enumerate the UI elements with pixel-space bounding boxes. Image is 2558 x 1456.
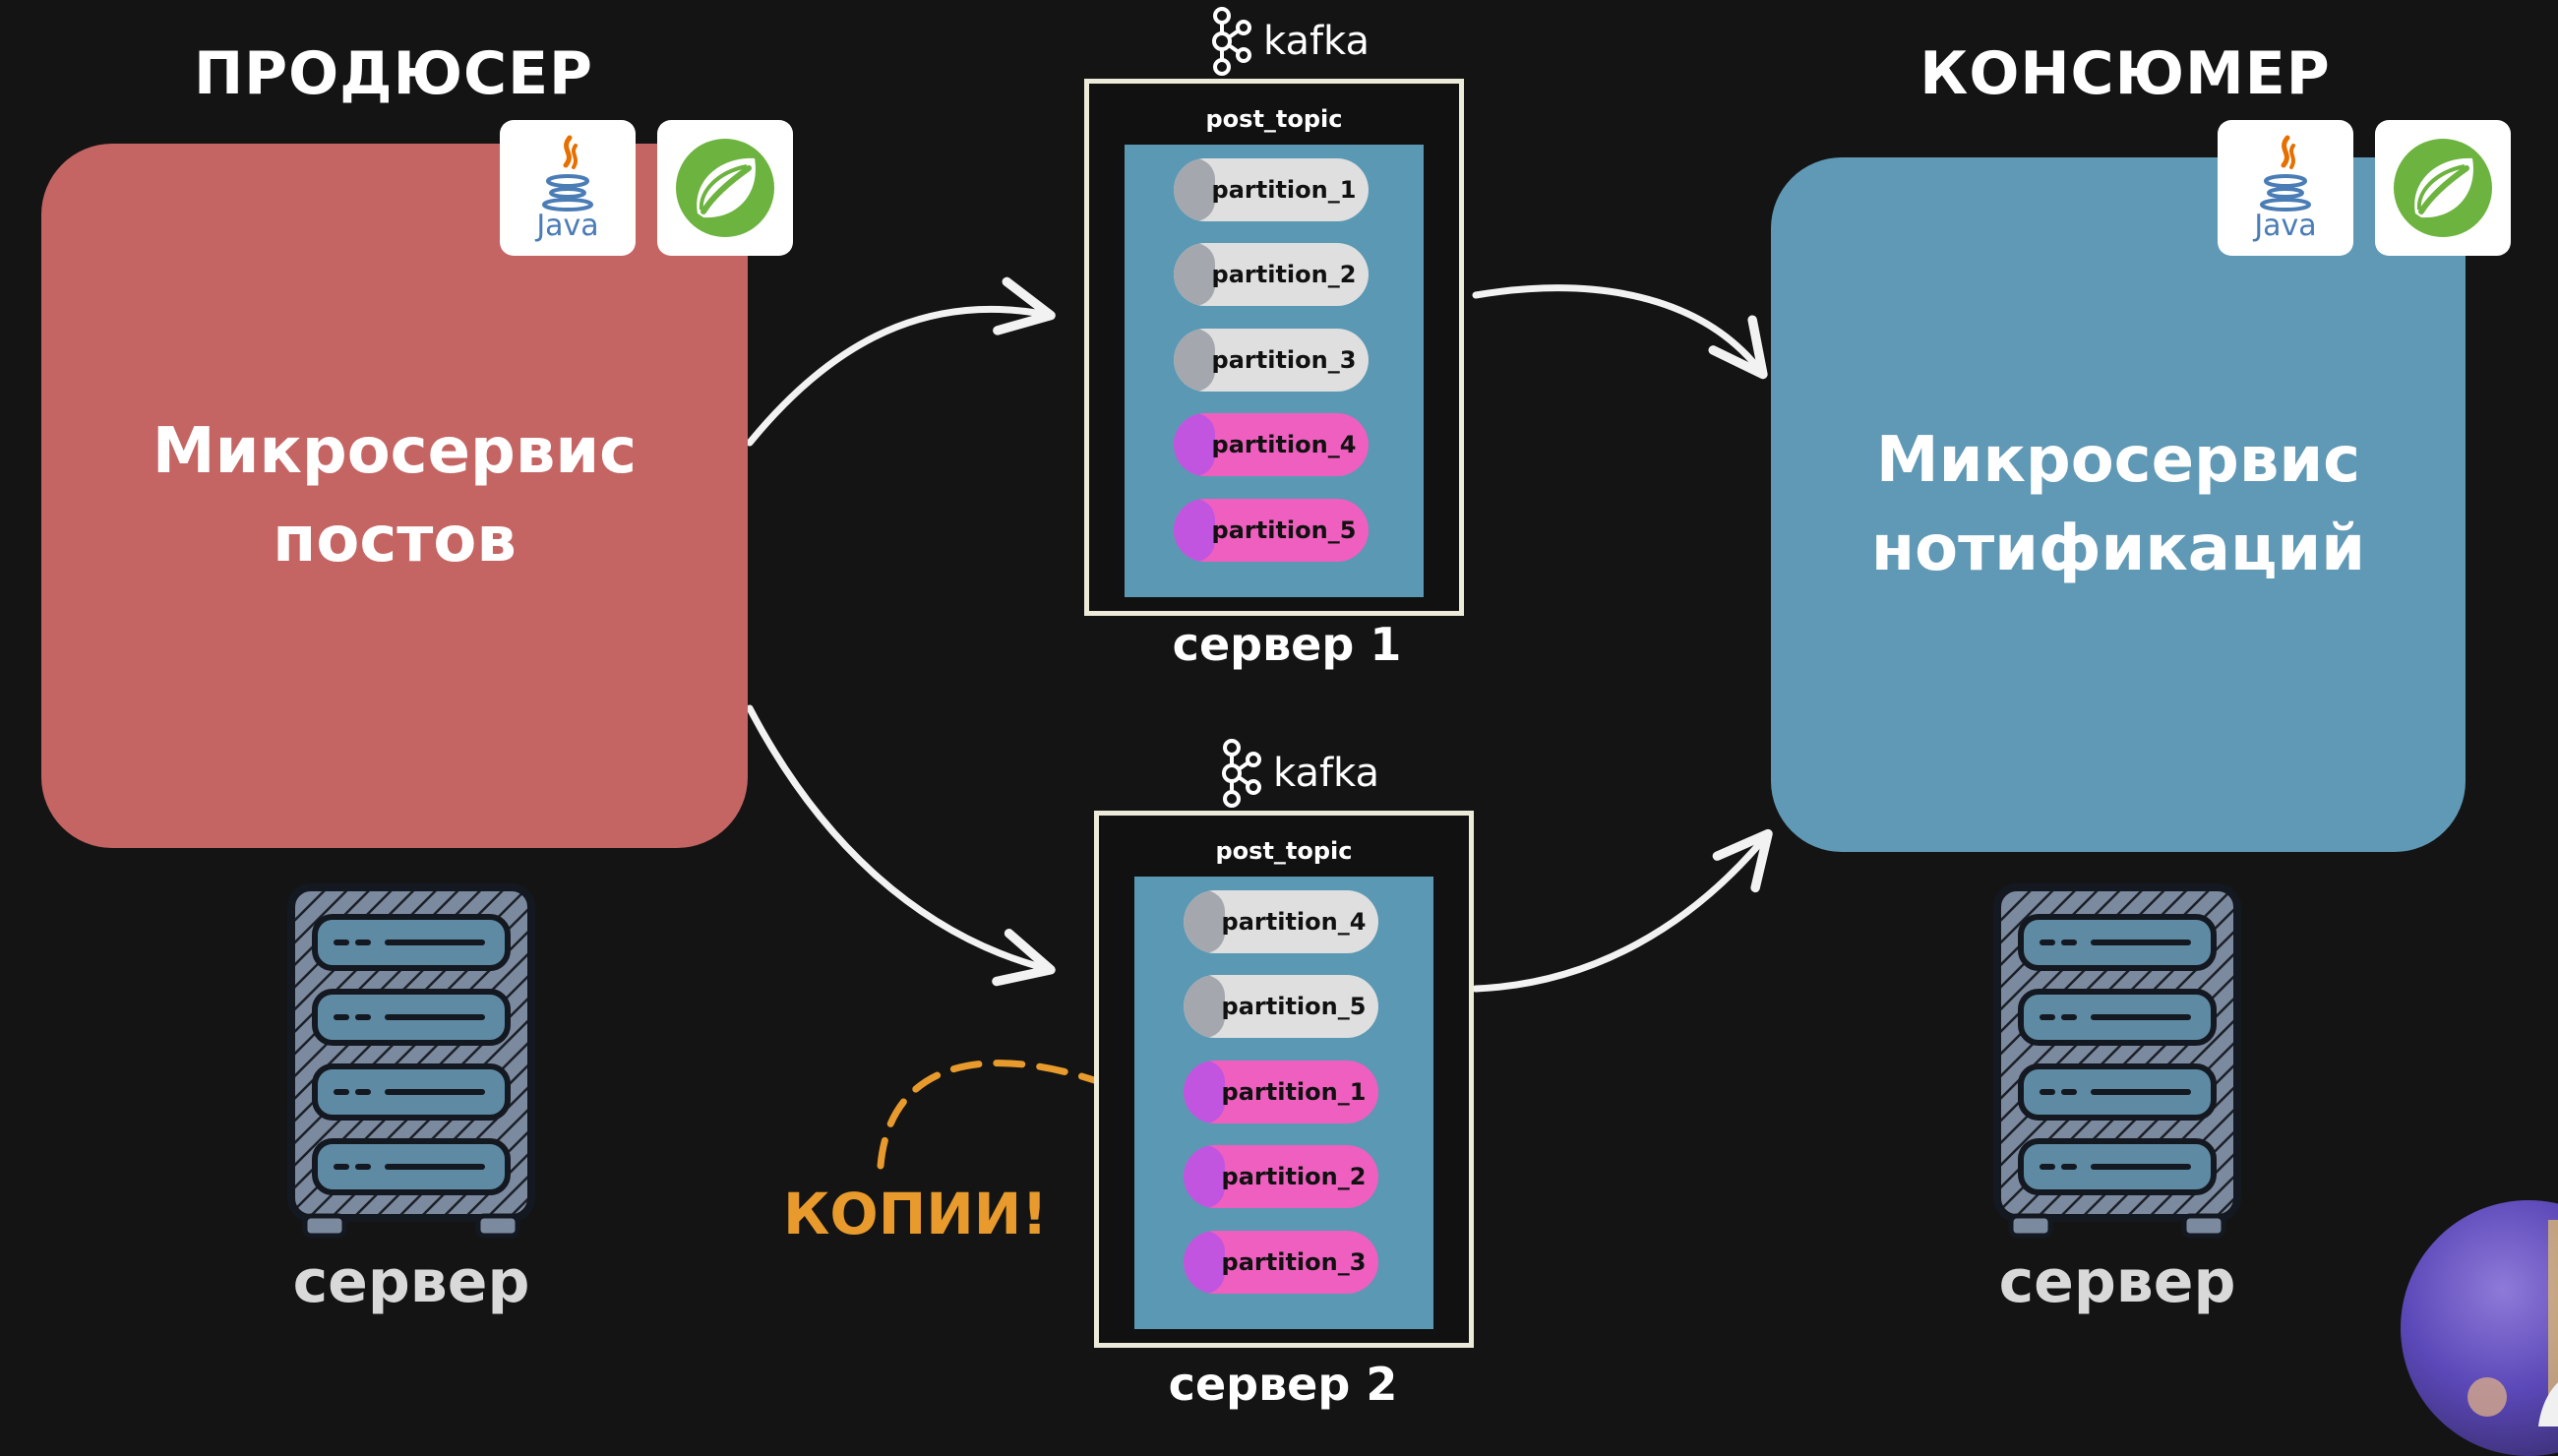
kafka-icon — [1212, 7, 1251, 76]
producer-server-label: сервер — [292, 1247, 530, 1316]
arrow-server2-to-consumer — [1472, 828, 1773, 993]
producer-heading: ПРОДЮСЕР — [193, 39, 594, 108]
presenter-silhouette-icon — [2467, 1220, 2558, 1426]
kafka-logo-text: kafka — [1273, 751, 1380, 796]
producer-service-box: Микросервис постов — [41, 144, 748, 848]
java-badge-producer: Java — [500, 120, 636, 256]
partition-item: partition_4 — [1184, 890, 1378, 953]
partition-item: partition_4 — [1174, 413, 1369, 476]
partition-item: partition_2 — [1184, 1145, 1378, 1208]
java-label: Java — [536, 208, 599, 243]
partition-item: partition_1 — [1174, 158, 1369, 221]
java-label: Java — [2254, 208, 2317, 243]
kafka-logo-server1: kafka — [1204, 6, 1370, 77]
producer-server-rack-icon — [287, 883, 535, 1239]
broker-server1: post_topic partition_1 partition_2 parti… — [1084, 79, 1464, 616]
arrow-server1-to-consumer — [1472, 284, 1768, 380]
spring-badge-consumer — [2375, 120, 2511, 256]
partition-item: partition_2 — [1174, 243, 1369, 306]
consumer-heading: КОНСЮМЕР — [1919, 39, 2331, 108]
topic-panel: partition_1 partition_2 partition_3 part… — [1125, 145, 1424, 597]
spring-icon — [676, 139, 774, 237]
arrow-producer-to-server2 — [746, 704, 1056, 987]
spring-icon — [2394, 139, 2492, 237]
broker-server2: post_topic partition_4 partition_5 parti… — [1094, 811, 1474, 1348]
spring-badge-producer — [657, 120, 793, 256]
consumer-service-box: Микросервис нотификаций — [1771, 157, 2466, 852]
partition-item: partition_1 — [1184, 1061, 1378, 1123]
java-icon — [542, 135, 593, 212]
topic-name: post_topic — [1215, 837, 1353, 865]
topic-panel: partition_4 partition_5 partition_1 part… — [1134, 877, 1433, 1329]
server1-label: сервер 1 — [1172, 618, 1402, 671]
server2-label: сервер 2 — [1168, 1358, 1398, 1411]
kafka-icon — [1222, 739, 1261, 808]
kafka-logo-text: kafka — [1263, 19, 1370, 64]
partition-item: partition_5 — [1174, 499, 1369, 562]
java-badge-consumer: Java — [2218, 120, 2353, 256]
java-icon — [2260, 135, 2311, 212]
producer-service-title: Микросервис постов — [152, 415, 638, 576]
consumer-server-label: сервер — [1998, 1247, 2236, 1316]
consumer-server-rack-icon — [1993, 883, 2241, 1239]
arrow-producer-to-server1 — [746, 276, 1056, 447]
connector-arrows — [746, 276, 1773, 1170]
topic-name: post_topic — [1205, 105, 1343, 133]
consumer-service-title: Микросервис нотификаций — [1870, 424, 2366, 585]
partition-item: partition_3 — [1184, 1231, 1378, 1294]
partition-item: partition_3 — [1174, 329, 1369, 392]
kafka-logo-server2: kafka — [1214, 738, 1379, 809]
partition-item: partition_5 — [1184, 975, 1378, 1038]
copies-annotation: КОПИИ! — [783, 1181, 1048, 1247]
